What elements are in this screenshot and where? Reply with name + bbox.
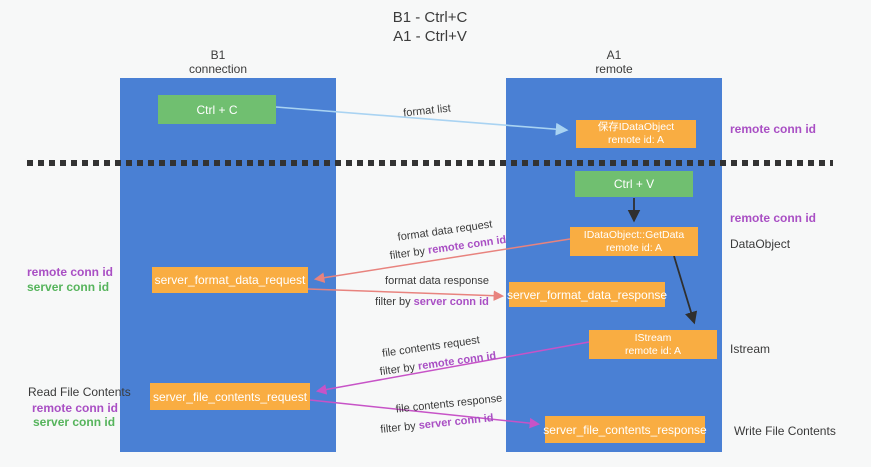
filter-by-text: filter by — [375, 296, 414, 308]
node-server-file-contents-response: server_file_contents_response — [543, 416, 707, 443]
node-ctrl-c: Ctrl + C — [158, 95, 276, 124]
server-conn-id-highlight: server conn id — [418, 412, 495, 432]
lane-right-title: A1 — [606, 48, 622, 62]
annotation-dataobject: DataObject — [730, 237, 791, 251]
node-idataobject-getdata: IDataObject::GetData remote id: A — [570, 227, 698, 256]
node-ctrl-c-label: Ctrl + C — [196, 102, 238, 117]
page-title-line1: B1 - Ctrl+C — [392, 9, 468, 26]
filter-by-text: filter by — [379, 419, 420, 436]
server-conn-id-highlight: server conn id — [413, 296, 489, 308]
filter-by-text: filter by — [379, 360, 419, 379]
page-title-line2: A1 - Ctrl+V — [393, 28, 467, 45]
node-server-format-data-request: server_format_data_request — [152, 267, 308, 293]
lane-right-subtitle: remote — [595, 62, 633, 76]
node-save-idataobject: 保存IDataObject remote id: A — [576, 120, 696, 148]
flow-label-filter-server-top: filter by server conn id — [375, 296, 489, 308]
flow-label-format-data-response: format data response — [385, 275, 489, 287]
annotation-read-file-contents: Read File Contents — [28, 385, 131, 399]
page-title: B1 - Ctrl+C A1 - Ctrl+V — [393, 8, 468, 46]
node-istream-line2: remote id: A — [624, 344, 682, 357]
annotation-remote-conn-id-bottom-left: remote conn id — [32, 401, 119, 415]
node-save-idataobject-line1: 保存IDataObject — [597, 121, 675, 133]
flow-label-format-list: format list — [402, 102, 452, 120]
node-istream-line1: IStream — [634, 331, 672, 344]
node-server-format-data-request-label: server_format_data_request — [154, 273, 306, 287]
lane-header-right: A1 remote — [506, 48, 722, 76]
filter-by-text: filter by — [389, 244, 429, 263]
lane-header-left: B1 connection — [110, 48, 326, 76]
annotation-write-file-contents: Write File Contents — [734, 424, 836, 438]
annotation-remote-conn-id-mid-right: remote conn id — [730, 211, 817, 225]
arrow-format-data-response — [307, 288, 505, 301]
lane-left-title: B1 — [210, 48, 226, 62]
annotation-remote-conn-id-top-right: remote conn id — [730, 122, 817, 136]
annotation-istream: Istream — [730, 342, 771, 356]
node-server-format-data-response: server_format_data_response — [506, 282, 668, 307]
node-save-idataobject-line2: remote id: A — [607, 134, 665, 146]
annotation-remote-conn-id-top-left: remote conn id — [27, 265, 114, 279]
node-server-file-contents-response-label: server_file_contents_response — [543, 422, 707, 437]
node-server-format-data-response-label: server_format_data_response — [506, 287, 668, 302]
node-server-file-contents-request-label: server_file_contents_request — [152, 389, 308, 404]
node-server-file-contents-request: server_file_contents_request — [150, 383, 310, 410]
dashed-separator — [27, 160, 833, 166]
node-idataobject-getdata-line1: IDataObject::GetData — [583, 228, 685, 241]
flow-label-filter-server-bottom: filter by server conn id — [380, 412, 494, 436]
node-ctrl-v-label: Ctrl + V — [613, 177, 655, 191]
node-ctrl-v: Ctrl + V — [575, 171, 693, 197]
lane-left-subtitle: connection — [188, 62, 248, 76]
node-idataobject-getdata-line2: remote id: A — [605, 241, 663, 254]
annotation-server-conn-id-top-left: server conn id — [27, 280, 110, 294]
annotation-server-conn-id-bottom-left: server conn id — [33, 415, 116, 429]
node-istream: IStream remote id: A — [589, 330, 717, 359]
